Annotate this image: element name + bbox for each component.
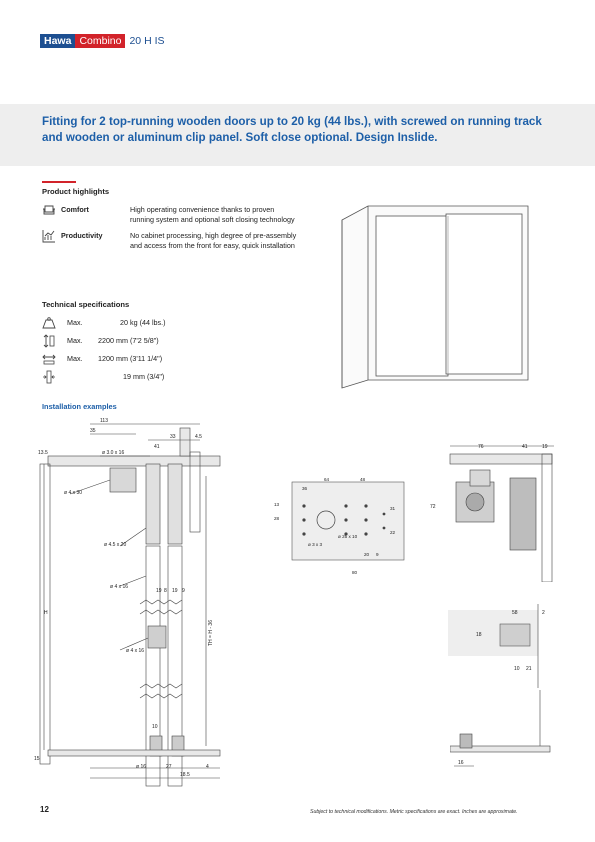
highlight-label-comfort: Comfort [61, 205, 89, 214]
armchair-icon [42, 203, 56, 222]
dim-36: 36 [302, 486, 308, 491]
dim-15: 15 [34, 756, 40, 762]
dim-76: 76 [478, 444, 484, 450]
dim-13: 13 [274, 502, 280, 507]
footer-disclaimer: Subject to technical modifications. Metr… [310, 809, 518, 815]
weight-icon [42, 316, 56, 334]
dim-18: 18 [476, 632, 482, 638]
dim-20: 20 [364, 552, 370, 557]
headline-band [0, 104, 595, 166]
highlights-title: Product highlights [42, 187, 110, 196]
screw-4x30: ø 4 x 30 [64, 490, 82, 496]
dim-19-b: 19 [172, 588, 178, 594]
page-number: 12 [40, 805, 49, 814]
dim-27: 27 [166, 764, 172, 770]
screw-3-0x16: ø 3.0 x 16 [102, 450, 124, 456]
dim-9: 9 [182, 588, 185, 594]
installation-drawing-main: 113 35 33 4.5 41 ø 3.0 x 16 ø 4 x 30 ø 4… [34, 418, 221, 787]
spec-width-label: Max. [67, 354, 83, 363]
dim-9-b: 9 [376, 552, 379, 557]
dim-80: 80 [352, 570, 358, 575]
dim-18-5: 18.5 [180, 772, 190, 778]
mounting-plate-drawing: 64 48 36 13 28 31 22 ø 25 x 10 ø 3 x 3 2… [274, 477, 405, 575]
logo-hawa: Hawa [40, 34, 76, 48]
section-divider [42, 181, 76, 183]
dim-58: 58 [512, 610, 518, 616]
dim-13-5: 13.5 [38, 450, 48, 456]
dim-64: 64 [324, 477, 330, 482]
dim-33: 33 [170, 434, 176, 440]
dim-19-c: 19 [542, 444, 548, 450]
thickness-icon [42, 370, 56, 389]
dim-41-b: 41 [522, 444, 528, 450]
highlight-text-comfort-2: running system and optional soft closing… [130, 215, 295, 224]
dim-10-b: 10 [514, 666, 520, 672]
page-headline: Fitting for 2 top-running wooden doors u… [42, 115, 542, 144]
dim-h: H [44, 610, 48, 616]
side-view-drawing: 76 41 19 72 [430, 444, 554, 582]
chart-icon [42, 229, 56, 248]
label-25x10: ø 25 x 10 [338, 534, 358, 539]
installation-title: Installation examples [42, 402, 117, 411]
dim-31: 31 [390, 506, 396, 511]
brand-logo: Hawa Combino 20 H IS [40, 34, 169, 48]
dim-th: TH = H - 36 [208, 620, 214, 646]
height-icon [42, 334, 56, 353]
wardrobe-illustration [341, 205, 529, 389]
spec-weight-label: Max. [67, 318, 83, 327]
dim-2: 2 [542, 610, 545, 616]
spec-width-value: 1200 mm (3'11 1/4") [98, 354, 163, 363]
dim-22: 22 [390, 530, 396, 535]
floor-section-drawing: 16 [450, 690, 551, 767]
spec-height-label: Max. [67, 336, 83, 345]
dim-19-a: 19 [156, 588, 162, 594]
dim-113: 113 [100, 418, 108, 424]
highlight-text-productivity-2: and access from the front for easy, quic… [130, 241, 295, 250]
highlight-label-productivity: Productivity [61, 231, 103, 240]
dim-48: 48 [360, 477, 366, 482]
screw-4-5x20: ø 4.5 x 20 [104, 542, 126, 548]
screw-4x16-a: ø 4 x 16 [110, 584, 128, 590]
spec-height-value: 2200 mm (7'2 5/8") [98, 336, 159, 345]
dim-35: 35 [90, 428, 96, 434]
dim-4-5: 4.5 [195, 434, 202, 440]
highlight-text-productivity-1: No cabinet processing, high degree of pr… [130, 231, 297, 240]
product-name: 20 H IS [129, 35, 165, 47]
dim-21: 21 [526, 666, 532, 672]
dim-72: 72 [430, 504, 436, 510]
screw-4x16-b: ø 4 x 16 [126, 648, 144, 654]
dim-16-b: 16 [458, 760, 464, 766]
dim-16: ø 16 [136, 764, 146, 770]
logo-combino: Combino [75, 34, 126, 48]
specs-title: Technical specifications [42, 300, 130, 309]
spec-weight-value: 20 kg (44 lbs.) [120, 318, 166, 327]
dim-4: 4 [206, 764, 209, 770]
floor-guide-drawing: 58 2 18 10 21 [448, 604, 545, 688]
dim-28: 28 [274, 516, 280, 521]
dim-41: 41 [154, 444, 160, 450]
dim-8: 8 [164, 588, 167, 594]
spec-thickness-value: 19 mm (3/4") [123, 372, 165, 381]
dim-10: 10 [152, 724, 158, 730]
width-icon [42, 352, 56, 371]
label-3x3: ø 3 x 3 [308, 542, 322, 547]
highlight-text-comfort-1: High operating convenience thanks to pro… [130, 205, 275, 214]
